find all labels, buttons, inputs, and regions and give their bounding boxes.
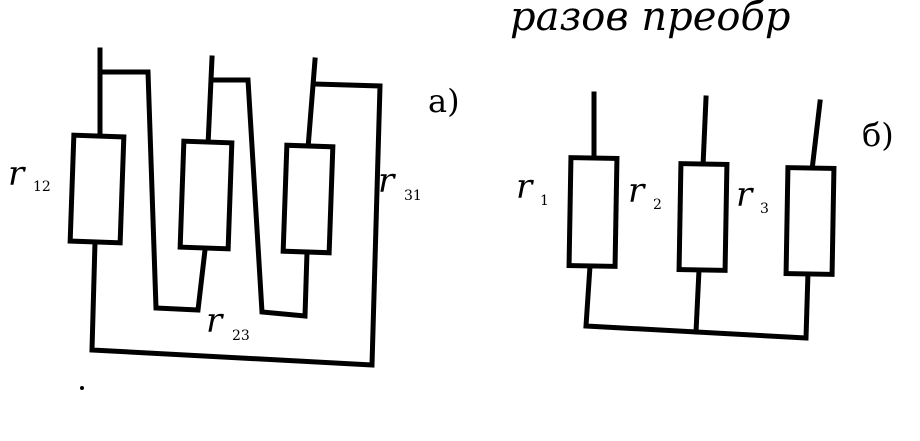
- delta-link-2-to-r31: [209, 77, 310, 319]
- resistor-r2: [676, 161, 730, 273]
- resistor-r31: [280, 142, 336, 256]
- delta-terminal-3: [305, 57, 318, 151]
- star-common-node: [583, 263, 811, 341]
- resistor-r3: [783, 165, 837, 277]
- panel-b-label: б): [862, 116, 894, 154]
- resistor-r12: [67, 132, 127, 246]
- delta-terminal-2: [205, 55, 215, 148]
- delta-link-1-to-r23: [97, 69, 208, 313]
- caption-text: разов преобр: [510, 0, 791, 40]
- star-terminal-3: [809, 99, 823, 173]
- stray-dot: [80, 386, 84, 390]
- panel-a-label: а): [428, 82, 460, 120]
- resistor-r1: [566, 155, 620, 269]
- delta-outer-loop: [89, 81, 383, 368]
- star-terminal-2: [700, 95, 709, 169]
- resistor-r23: [177, 138, 235, 252]
